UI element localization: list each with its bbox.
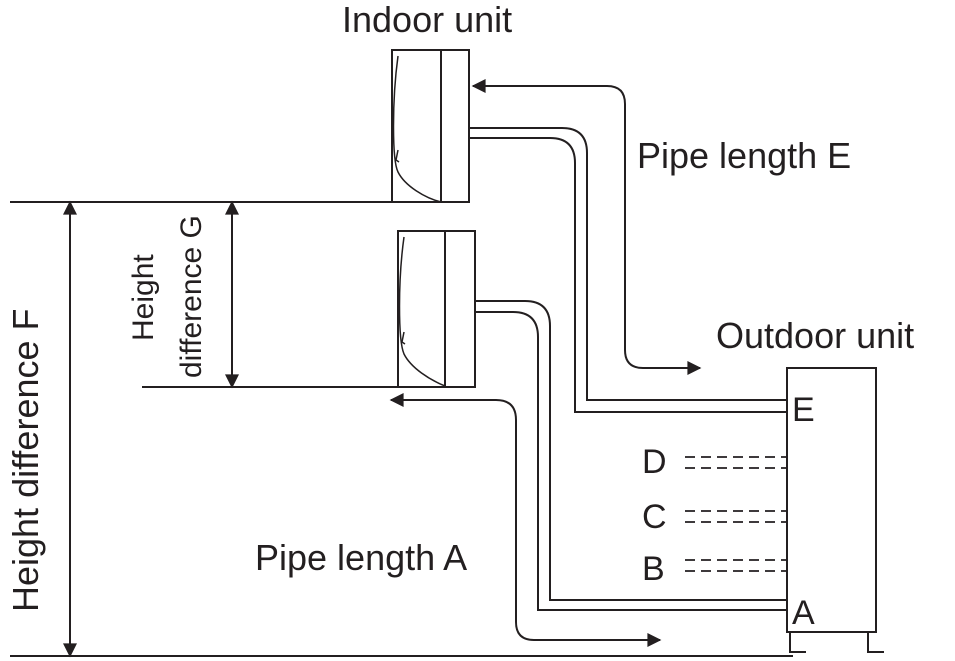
indoor-unit-label: Indoor unit <box>342 0 513 40</box>
unused-port-dashes <box>685 456 787 572</box>
pipe-length-e-label: Pipe length E <box>637 135 852 176</box>
port-label-d: D <box>642 443 667 481</box>
lower-indoor-unit <box>397 230 476 388</box>
pipe-length-e-arrow <box>471 79 702 375</box>
port-label-b: B <box>642 550 665 588</box>
outdoor-unit-body <box>786 367 884 653</box>
outdoor-unit-label: Outdoor unit <box>716 315 915 356</box>
height-difference-g-label-line2: difference G <box>175 215 208 378</box>
height-difference-g-label-line1: Height <box>127 254 160 341</box>
pipe-length-a-label: Pipe length A <box>255 537 468 578</box>
port-label-a: A <box>792 594 815 632</box>
port-label-e: E <box>792 391 815 429</box>
port-label-c: C <box>642 498 667 536</box>
pipe-length-a-arrow <box>389 393 662 647</box>
upper-indoor-unit <box>391 49 470 203</box>
height-difference-f-label: Height difference F <box>5 308 46 612</box>
